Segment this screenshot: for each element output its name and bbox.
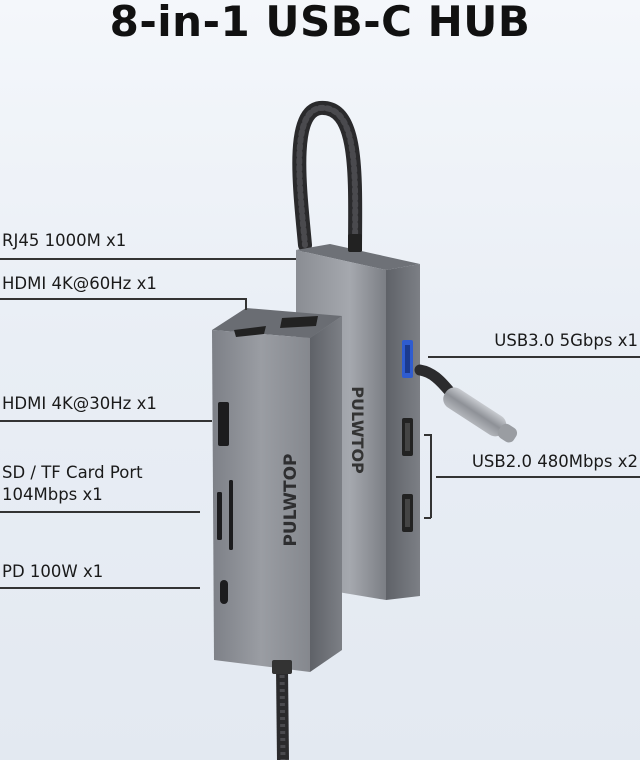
pd-port [220, 580, 228, 604]
rj45-port [280, 316, 318, 328]
hdmi-port-top [234, 326, 266, 337]
label-usb2: USB2.0 480Mbps x2 [471, 452, 638, 471]
leader-line-usb2 [436, 476, 640, 478]
leader-bracket-usb2-top [424, 434, 431, 436]
label-pd: PD 100W x1 [2, 562, 104, 581]
brand-front: PULWTOP [281, 453, 301, 546]
leader-line-hdmi-60hz [0, 298, 246, 300]
leader-bracket-usb2-bottom [424, 517, 431, 519]
label-usb3: USB3.0 5Gbps x1 [494, 331, 638, 350]
sd-slot [217, 492, 222, 540]
label-sd-tf-line2: 104Mbps x1 [2, 485, 103, 504]
usb-c-cable [414, 364, 456, 398]
leader-tick-hdmi-60hz [245, 298, 247, 310]
leader-bracket-usb2 [430, 434, 432, 518]
hdmi-port-side [218, 402, 229, 446]
leader-line-rj45 [0, 258, 296, 260]
usb-c-connector [443, 387, 518, 443]
front-hub-body [212, 308, 342, 672]
leader-line-hdmi-30hz [0, 420, 212, 422]
label-hdmi-30hz: HDMI 4K@30Hz x1 [2, 394, 157, 413]
brand-back: PULWTOP [348, 386, 367, 474]
leader-line-pd [0, 587, 200, 589]
page-title: 8-in-1 USB-C HUB [109, 0, 531, 46]
label-sd-tf: SD / TF Card Port 104Mbps x1 [2, 462, 143, 506]
label-rj45: RJ45 1000M x1 [2, 231, 127, 250]
tf-slot [229, 480, 233, 550]
label-sd-tf-line1: SD / TF Card Port [2, 463, 143, 482]
label-hdmi-60hz: HDMI 4K@60Hz x1 [2, 274, 157, 293]
leader-line-usb3 [428, 356, 640, 358]
leader-line-sd-tf [0, 511, 200, 513]
